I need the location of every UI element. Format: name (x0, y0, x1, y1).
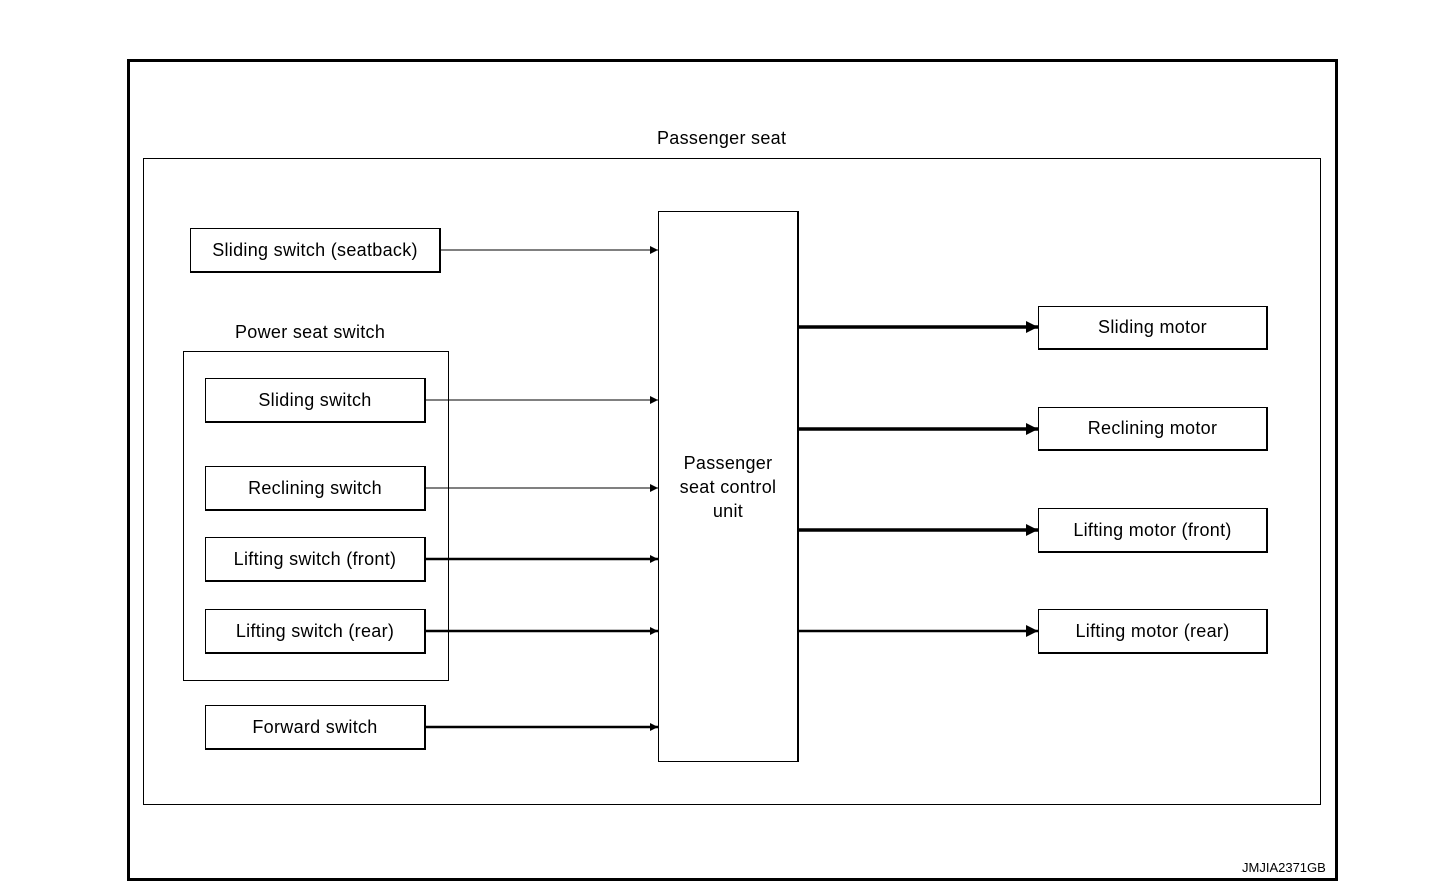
passenger-seat-control-unit: Passenger seat control unit (658, 211, 799, 762)
input-sliding-switch: Sliding switch (205, 378, 426, 423)
output-lifting-motor-rear: Lifting motor (rear) (1038, 609, 1268, 654)
input-reclining-switch: Reclining switch (205, 466, 426, 511)
diagram-outer-frame (127, 59, 1338, 881)
power-seat-switch-label: Power seat switch (235, 322, 386, 342)
control-unit-label: Passenger seat control unit (679, 452, 777, 521)
output-label: Lifting motor (front) (1073, 519, 1232, 540)
figure-code: JMJIA2371GB (1242, 860, 1326, 875)
input-label: Reclining switch (248, 477, 382, 498)
output-label: Lifting motor (rear) (1075, 620, 1230, 641)
input-label: Lifting switch (front) (233, 548, 397, 569)
input-forward-switch: Forward switch (205, 705, 426, 750)
input-label: Lifting switch (rear) (235, 620, 395, 641)
output-reclining-motor: Reclining motor (1038, 407, 1268, 451)
output-label: Reclining motor (1087, 418, 1218, 438)
passenger-seat-frame (143, 158, 1321, 805)
output-sliding-motor: Sliding motor (1038, 306, 1268, 350)
input-label: Sliding switch (seatback) (212, 239, 418, 260)
input-label: Forward switch (252, 716, 378, 737)
input-sliding-switch-seatback: Sliding switch (seatback) (190, 228, 441, 273)
input-label: Sliding switch (258, 389, 372, 410)
output-label: Sliding motor (1098, 317, 1207, 337)
output-lifting-motor-front: Lifting motor (front) (1038, 508, 1268, 553)
input-lifting-switch-front: Lifting switch (front) (205, 537, 426, 582)
seat-label: Passenger seat (657, 128, 787, 148)
power-seat-switch-group (183, 351, 449, 681)
input-lifting-switch-rear: Lifting switch (rear) (205, 609, 426, 654)
